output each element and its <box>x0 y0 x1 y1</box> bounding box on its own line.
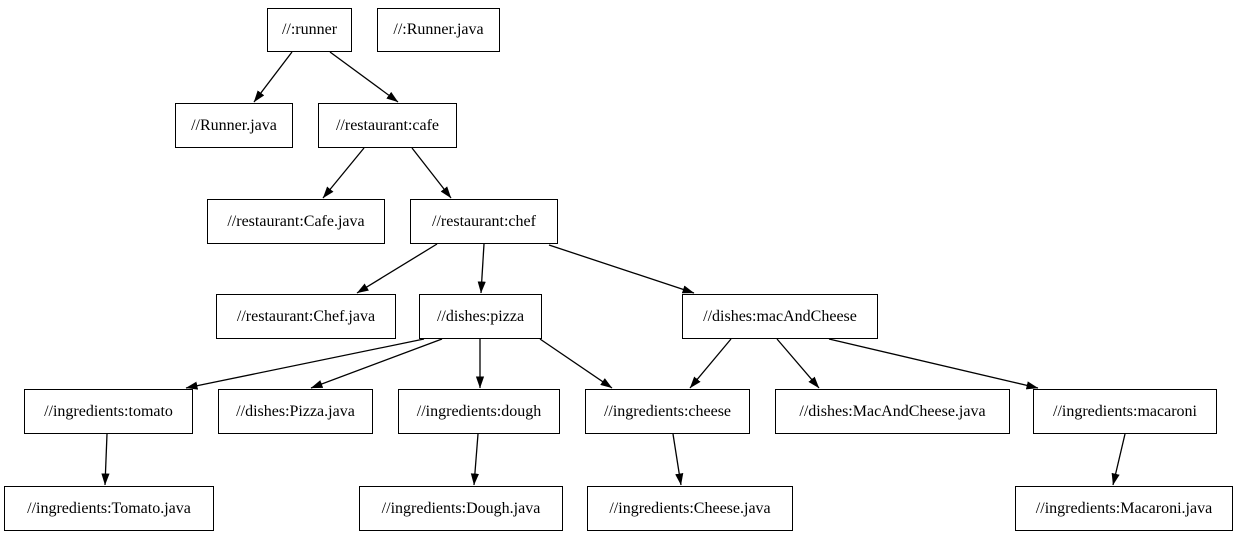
edge-pizza-to-pizza-java <box>310 338 443 389</box>
graph-node-label: //dishes:MacAndCheese.java <box>799 402 986 420</box>
graph-node-mac-and-cheese: //dishes:macAndCheese <box>682 294 878 339</box>
edge-tomato-to-tomato-java <box>101 433 110 486</box>
edge-cheese-to-cheese-java <box>672 433 684 486</box>
graph-node-label: //ingredients:Tomato.java <box>27 499 191 517</box>
graph-node-chef-java: //restaurant:Chef.java <box>216 294 396 339</box>
edge-mac-and-cheese-to-macaroni <box>828 338 1039 390</box>
graph-node-label: //ingredients:dough <box>416 402 542 420</box>
graph-node-label: //dishes:Pizza.java <box>236 402 355 420</box>
graph-node-label: //Runner.java <box>191 116 277 134</box>
graph-node-cheese: //ingredients:cheese <box>585 389 750 434</box>
edge-chef-to-mac-and-cheese <box>548 244 695 294</box>
edge-chef-to-chef-java <box>356 243 438 294</box>
graph-node-label: //restaurant:Cafe.java <box>227 212 365 230</box>
edge-dough-to-dough-java <box>470 433 479 486</box>
edge-macaroni-to-macaroni-java <box>1111 433 1126 486</box>
edge-cafe-to-chef <box>411 147 452 199</box>
graph-node-runner-java: //Runner.java <box>175 103 293 148</box>
edge-cafe-to-cafe-java <box>322 147 365 199</box>
graph-node-mac-and-cheese-java: //dishes:MacAndCheese.java <box>775 389 1010 434</box>
graph-node-pizza-java: //dishes:Pizza.java <box>218 389 373 434</box>
graph-node-label: //restaurant:chef <box>432 212 536 230</box>
graph-node-label: //ingredients:Cheese.java <box>609 499 771 517</box>
graph-node-label: //ingredients:macaroni <box>1053 402 1197 420</box>
edge-chef-to-pizza <box>477 243 486 294</box>
graph-node-dough: //ingredients:dough <box>398 389 560 434</box>
graph-node-label: //restaurant:Chef.java <box>236 307 376 325</box>
edge-runner-to-cafe <box>329 51 399 103</box>
graph-node-label: //ingredients:tomato <box>44 402 173 420</box>
graph-node-macaroni-java: //ingredients:Macaroni.java <box>1015 486 1233 531</box>
graph-node-macaroni: //ingredients:macaroni <box>1033 389 1217 434</box>
graph-node-tomato: //ingredients:tomato <box>24 389 193 434</box>
edge-mac-and-cheese-to-mac-and-cheese-java <box>776 338 820 389</box>
graph-node-runner: //:runner <box>267 8 352 52</box>
graph-node-cafe: //restaurant:cafe <box>318 103 457 148</box>
graph-node-label: //ingredients:cheese <box>603 402 732 420</box>
graph-node-label: //ingredients:Dough.java <box>381 499 541 517</box>
edge-runner-to-runner-java <box>253 51 293 103</box>
graph-node-runner-java-file: //:Runner.java <box>377 8 500 52</box>
graph-node-label: //:runner <box>281 21 338 38</box>
graph-node-chef: //restaurant:chef <box>410 199 558 244</box>
edge-pizza-to-cheese <box>539 338 613 389</box>
graph-node-label: //dishes:macAndCheese <box>703 307 857 325</box>
graph-node-pizza: //dishes:pizza <box>419 294 542 339</box>
graph-node-dough-java: //ingredients:Dough.java <box>359 486 563 531</box>
graph-node-cheese-java: //ingredients:Cheese.java <box>587 486 793 531</box>
graph-node-label: //:Runner.java <box>393 21 484 38</box>
edge-pizza-to-tomato <box>185 338 425 390</box>
edge-mac-and-cheese-to-cheese <box>689 338 732 389</box>
graph-node-label: //dishes:pizza <box>436 307 525 325</box>
edges-group <box>101 51 1126 486</box>
graph-node-label: //restaurant:cafe <box>335 116 440 134</box>
graph-node-tomato-java: //ingredients:Tomato.java <box>4 486 214 531</box>
graph-node-label: //ingredients:Macaroni.java <box>1035 499 1213 517</box>
graph-node-cafe-java: //restaurant:Cafe.java <box>207 199 385 244</box>
